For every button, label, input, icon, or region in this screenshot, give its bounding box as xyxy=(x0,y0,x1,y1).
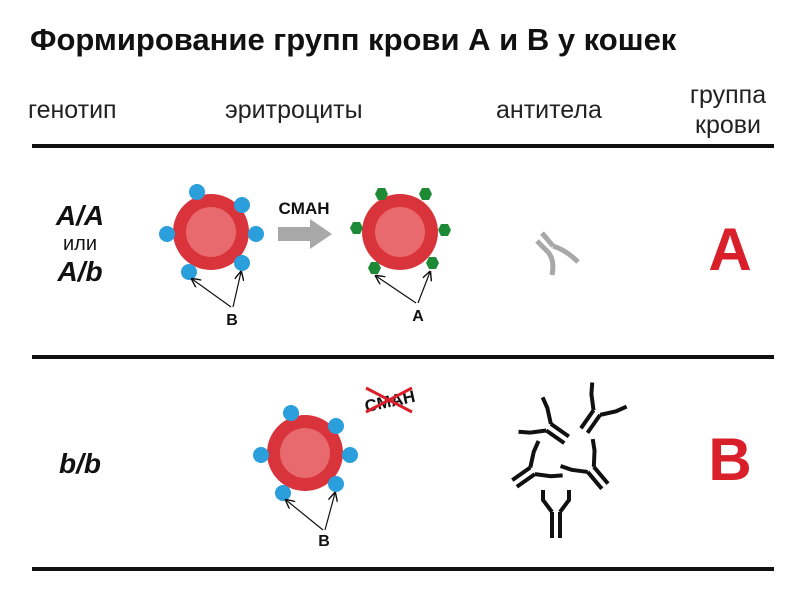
b-antigen xyxy=(328,476,344,492)
antibody-icon xyxy=(518,396,571,445)
a-antigen xyxy=(438,224,451,236)
b-antigen xyxy=(253,447,269,463)
b-antigen xyxy=(189,184,205,200)
b-antigen xyxy=(275,485,291,501)
erythrocyte-a-row1 xyxy=(350,188,451,274)
header-blood-group-line1: группа xyxy=(689,81,767,109)
header-blood-group: группа крови xyxy=(668,80,788,140)
a-antigen xyxy=(375,188,388,200)
a-antigen xyxy=(419,188,432,200)
b-antigen xyxy=(248,226,264,242)
a-antigen xyxy=(368,262,381,274)
b-antigen-label-row1: B xyxy=(226,312,238,329)
divider-top xyxy=(32,144,774,148)
pointer-line xyxy=(376,276,417,304)
b-antigen xyxy=(234,255,250,271)
erythrocyte-b-row1 xyxy=(159,184,264,280)
header-genotype: генотип xyxy=(28,96,117,124)
cell-inner xyxy=(375,207,425,257)
genotype-row-a: A/A или A/b xyxy=(40,200,120,288)
cross-line xyxy=(365,386,413,414)
genotype-or: или xyxy=(62,233,97,255)
divider-bottom xyxy=(32,567,774,571)
pointer-line xyxy=(324,493,335,531)
conversion-arrow xyxy=(278,219,332,249)
pointer-line xyxy=(417,272,430,304)
a-antigen xyxy=(350,222,363,234)
antibody-anti-a xyxy=(535,231,580,276)
header-antibodies: антитела xyxy=(496,96,602,124)
page-title: Формирование групп крови А и В у кошек xyxy=(30,22,677,57)
b-antigen xyxy=(181,264,197,280)
b-antigen xyxy=(159,226,175,242)
b-antigen-label-row2: B xyxy=(318,533,330,550)
erythrocyte-b-row2 xyxy=(253,405,358,501)
antibody-icon xyxy=(511,440,563,489)
pointer-line xyxy=(192,279,232,308)
antibody-icon xyxy=(559,438,610,491)
divider-middle xyxy=(32,355,774,359)
antibodies-anti-a-cluster xyxy=(511,382,628,538)
a-antigen-label-row1: A xyxy=(412,308,424,325)
cmah-label: CMAH xyxy=(279,199,330,218)
b-antigen xyxy=(283,405,299,421)
cmah-crossed-out: CMAH xyxy=(363,386,417,416)
antibody-icon xyxy=(579,382,628,435)
header-erythrocytes: эритроциты xyxy=(225,96,363,124)
header-blood-group-line2: крови xyxy=(695,111,761,139)
a-antigen xyxy=(426,257,439,269)
pointer-line xyxy=(232,272,241,308)
blood-group-a: A xyxy=(708,216,752,283)
genotype-aa: A/A xyxy=(55,200,105,231)
b-antigen xyxy=(328,418,344,434)
b-antigen xyxy=(234,197,250,213)
genotype-ab: A/b xyxy=(57,256,103,287)
genotype-bb: b/b xyxy=(59,448,101,479)
b-antigen xyxy=(342,447,358,463)
blood-group-b: B xyxy=(708,426,752,493)
cell-inner xyxy=(280,428,330,478)
antibody-icon xyxy=(541,490,571,538)
cell-inner xyxy=(186,207,236,257)
pointer-line xyxy=(286,500,324,531)
